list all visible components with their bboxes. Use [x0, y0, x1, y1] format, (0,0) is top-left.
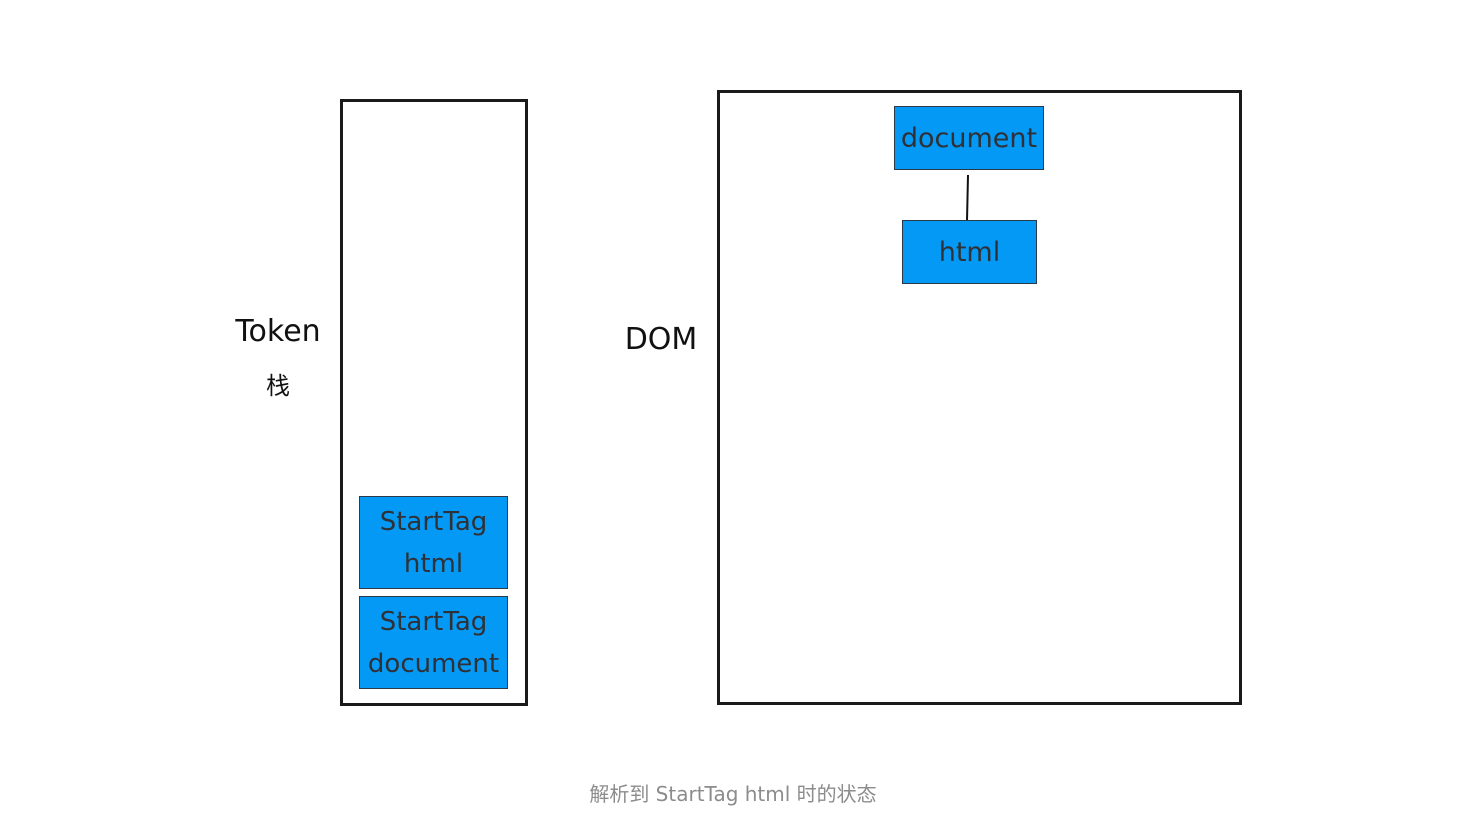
figure-caption: 解析到 StartTag html 时的状态 [589, 782, 877, 806]
token-stack-item-type: StartTag [379, 606, 488, 637]
token-stack-item-type: StartTag [379, 506, 488, 537]
dom-node-html: html [902, 220, 1037, 284]
token-stack-item-starttag-html: StartTag html [359, 496, 508, 589]
dom-tree-frame [717, 90, 1242, 705]
dom-node-label: html [938, 236, 1001, 268]
dom-node-label: document [900, 122, 1038, 154]
token-stack-label: Token [235, 314, 321, 349]
token-stack-item-tag: document [367, 648, 500, 679]
token-stack-label-suffix: 栈 [266, 372, 290, 400]
token-stack-item-tag: html [403, 548, 464, 579]
token-stack-item-starttag-document: StartTag document [359, 596, 508, 689]
dom-node-document: document [894, 106, 1044, 170]
dom-label: DOM [624, 322, 698, 357]
